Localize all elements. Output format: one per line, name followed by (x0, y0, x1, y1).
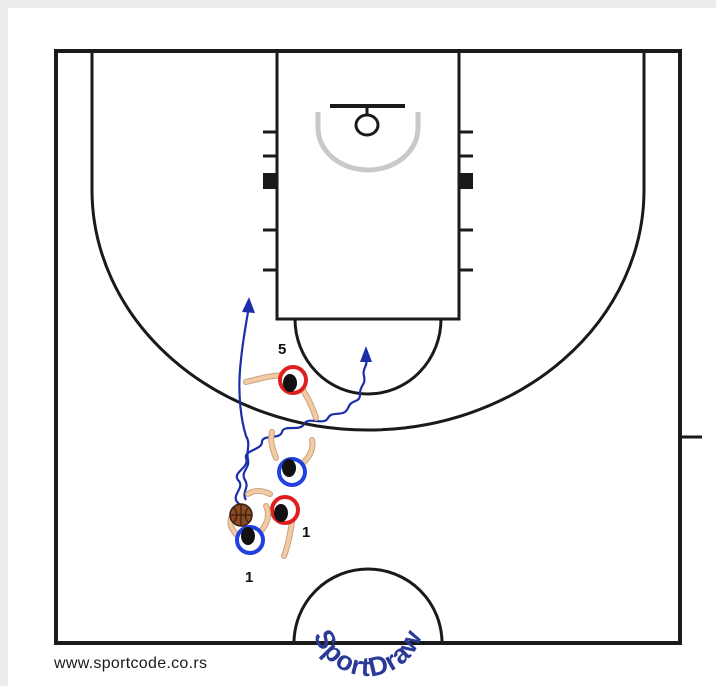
basket-rim (356, 115, 378, 135)
lane-block-right (459, 173, 473, 189)
arrowhead-cut (242, 297, 255, 313)
sportdraw-logo: SportDraw (308, 625, 429, 683)
free-throw-lane (277, 51, 459, 319)
court-boundary (56, 51, 680, 643)
player-5-number: 5 (278, 341, 286, 358)
center-circle (294, 569, 442, 643)
lane-block-left (263, 173, 277, 189)
player-1-offense-number: 1 (302, 524, 310, 541)
lane-hash-marks-right (459, 132, 473, 270)
player-defense-upper (271, 432, 312, 485)
credit-url: www.sportcode.co.rs (54, 655, 207, 673)
player-1-defense-number: 1 (245, 569, 253, 586)
arrowhead-dribble (360, 346, 372, 362)
lane-hash-marks-left (263, 132, 277, 270)
restricted-area-arc (318, 112, 418, 170)
basketball-icon (230, 504, 252, 526)
